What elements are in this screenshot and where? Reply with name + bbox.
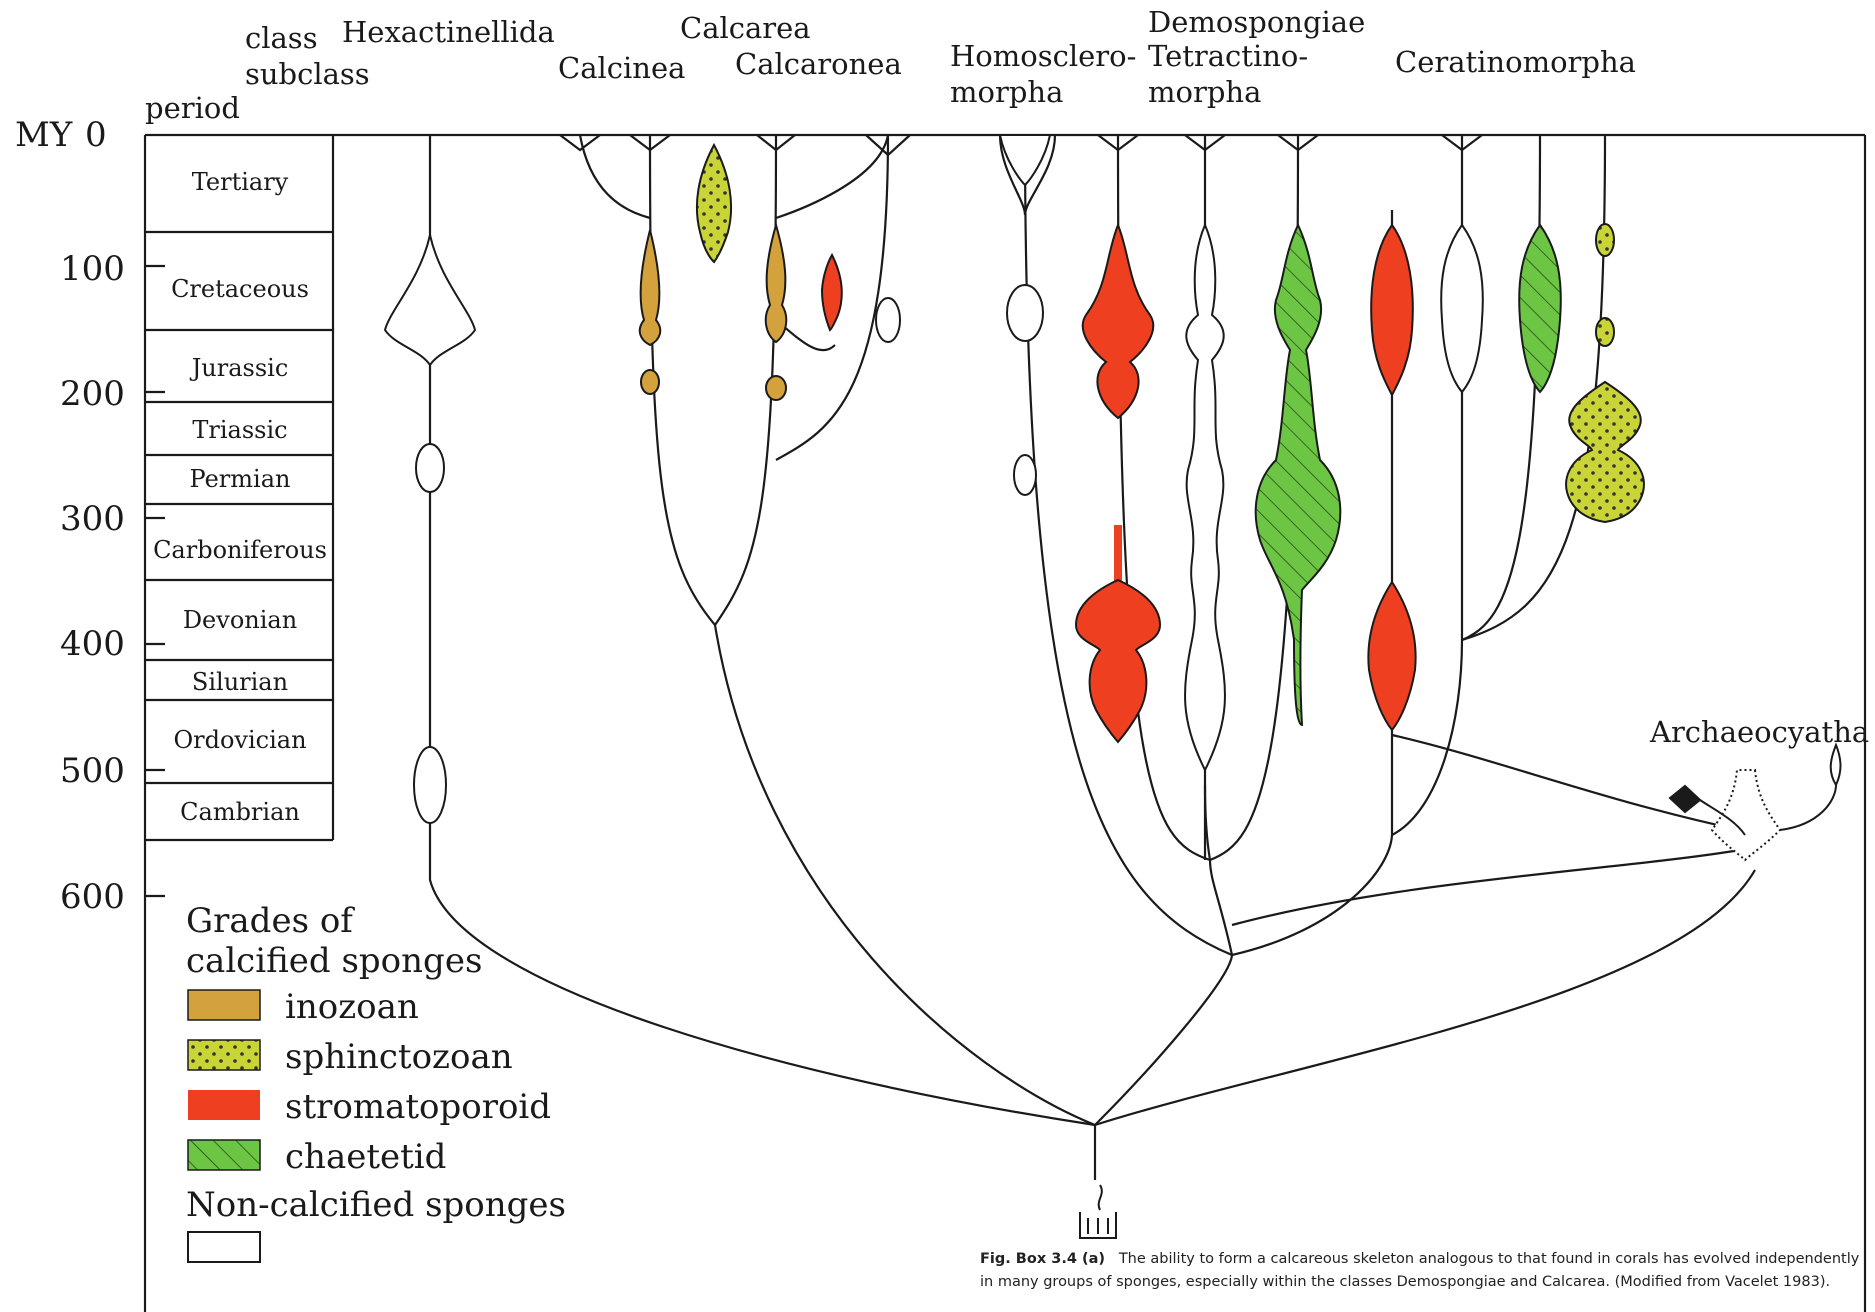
header-calcarea: Calcarea — [680, 11, 811, 45]
header-demospongiae: Demospongiae — [1148, 5, 1365, 39]
calcaronea-stromatoporoid — [822, 255, 842, 330]
tetractinomorpha-chaetetid — [1256, 225, 1341, 725]
ceratinomorpha-sphinctozoan — [1596, 224, 1614, 256]
ceratinomorpha-stromatoporoid — [1368, 582, 1415, 730]
hexactinellida-shape — [416, 444, 444, 492]
axis-tick-300: 300 — [60, 499, 125, 539]
ceratinomorpha-sphinctozoan — [1596, 318, 1614, 346]
period-cretaceous: Cretaceous — [171, 275, 309, 303]
ceratinomorpha-noncalcified — [1441, 225, 1483, 392]
header-tetractino-2: morpha — [1148, 75, 1261, 109]
caption-figure-label: Fig. Box 3.4 (a) — [980, 1251, 1105, 1267]
legend-swatch-noncalcified — [188, 1232, 260, 1262]
period-silurian: Silurian — [192, 668, 288, 696]
period-triassic: Triassic — [192, 416, 287, 444]
hexactinellida-shape — [385, 235, 475, 365]
legend-swatch-inozoan — [188, 990, 260, 1020]
axis-tick-0: 0 — [85, 115, 107, 155]
lineage-shapes — [385, 135, 1841, 860]
period-carboniferous: Carboniferous — [153, 536, 327, 564]
header-subclass: subclass — [245, 57, 370, 91]
legend-swatch-stromatoporoid — [188, 1090, 260, 1120]
header-period: period — [145, 91, 240, 125]
tetractinomorpha-noncalcified — [1185, 225, 1225, 770]
axis-tick-400: 400 — [60, 624, 125, 664]
header-ceratinomorpha: Ceratinomorpha — [1395, 45, 1636, 79]
axis-unit: MY — [15, 115, 73, 155]
header-hexactinellida: Hexactinellida — [342, 15, 555, 49]
header-tetractino-1: Tetractino- — [1148, 39, 1308, 73]
calcaronea-noncalcified — [876, 298, 900, 342]
legend-title-line-1: Grades of — [186, 901, 355, 941]
axis-tick-600: 600 — [60, 877, 125, 917]
header-calcaronea: Calcaronea — [735, 47, 902, 81]
hexactinellida-shape — [414, 747, 446, 823]
period-cambrian: Cambrian — [180, 798, 300, 826]
header-calcinea: Calcinea — [558, 51, 685, 85]
period-column: Tertiary Cretaceous Jurassic Triassic Pe… — [145, 135, 333, 840]
header-homosclero-1: Homosclero- — [950, 39, 1136, 73]
period-permian: Permian — [190, 465, 291, 493]
ceratinomorpha-sphinctozoan — [1566, 382, 1644, 522]
legend-label-sphinctozoan: sphinctozoan — [285, 1037, 513, 1077]
archaeocyatha-shape — [1670, 786, 1700, 812]
calcinea-inozoan — [640, 230, 661, 345]
archaeocyatha-shape — [1831, 745, 1841, 785]
legend-label-chaetetid: chaetetid — [285, 1137, 446, 1177]
tetractinomorpha-stromatoporoid — [1114, 525, 1122, 585]
calcaronea-inozoan — [766, 376, 786, 400]
legend-swatch-chaetetid — [188, 1140, 260, 1170]
homoscleromorpha-shape — [1014, 455, 1036, 495]
legend-title-line-2: calcified sponges — [186, 941, 482, 981]
calcarea-sphinctozoan — [697, 145, 731, 262]
ceratinomorpha-chaetetid — [1519, 225, 1561, 392]
period-ordovician: Ordovician — [173, 726, 306, 754]
axis-tick-500: 500 — [60, 751, 125, 791]
period-jurassic: Jurassic — [189, 354, 289, 382]
header-class: class — [245, 21, 318, 55]
legend: Grades of calcified sponges inozoan sphi… — [186, 901, 566, 1262]
calcinea-inozoan — [641, 370, 659, 394]
legend-noncalcified-label: Non-calcified sponges — [186, 1185, 566, 1225]
ancestor-sponge-icon — [1080, 1185, 1116, 1238]
tetractinomorpha-stromatoporoid — [1083, 225, 1153, 418]
period-tertiary: Tertiary — [192, 168, 289, 196]
homoscleromorpha-shape — [1007, 285, 1043, 341]
header-homosclero-2: morpha — [950, 75, 1063, 109]
figure-caption: Fig. Box 3.4 (a) The ability to form a c… — [980, 1248, 1860, 1312]
ceratinomorpha-stromatoporoid — [1371, 225, 1413, 395]
tetractinomorpha-stromatoporoid — [1076, 580, 1160, 742]
period-devonian: Devonian — [183, 606, 297, 634]
axis-tick-100: 100 — [60, 249, 125, 289]
legend-swatch-sphinctozoan — [188, 1040, 260, 1070]
label-archaeocyatha: Archaeocyatha — [1649, 715, 1869, 749]
axis-tick-200: 200 — [60, 374, 125, 414]
legend-label-stromatoporoid: stromatoporoid — [285, 1087, 551, 1127]
calcaronea-inozoan — [766, 225, 787, 342]
caption-text: The ability to form a calcareous skeleto… — [980, 1251, 1859, 1290]
legend-label-inozoan: inozoan — [285, 987, 419, 1027]
